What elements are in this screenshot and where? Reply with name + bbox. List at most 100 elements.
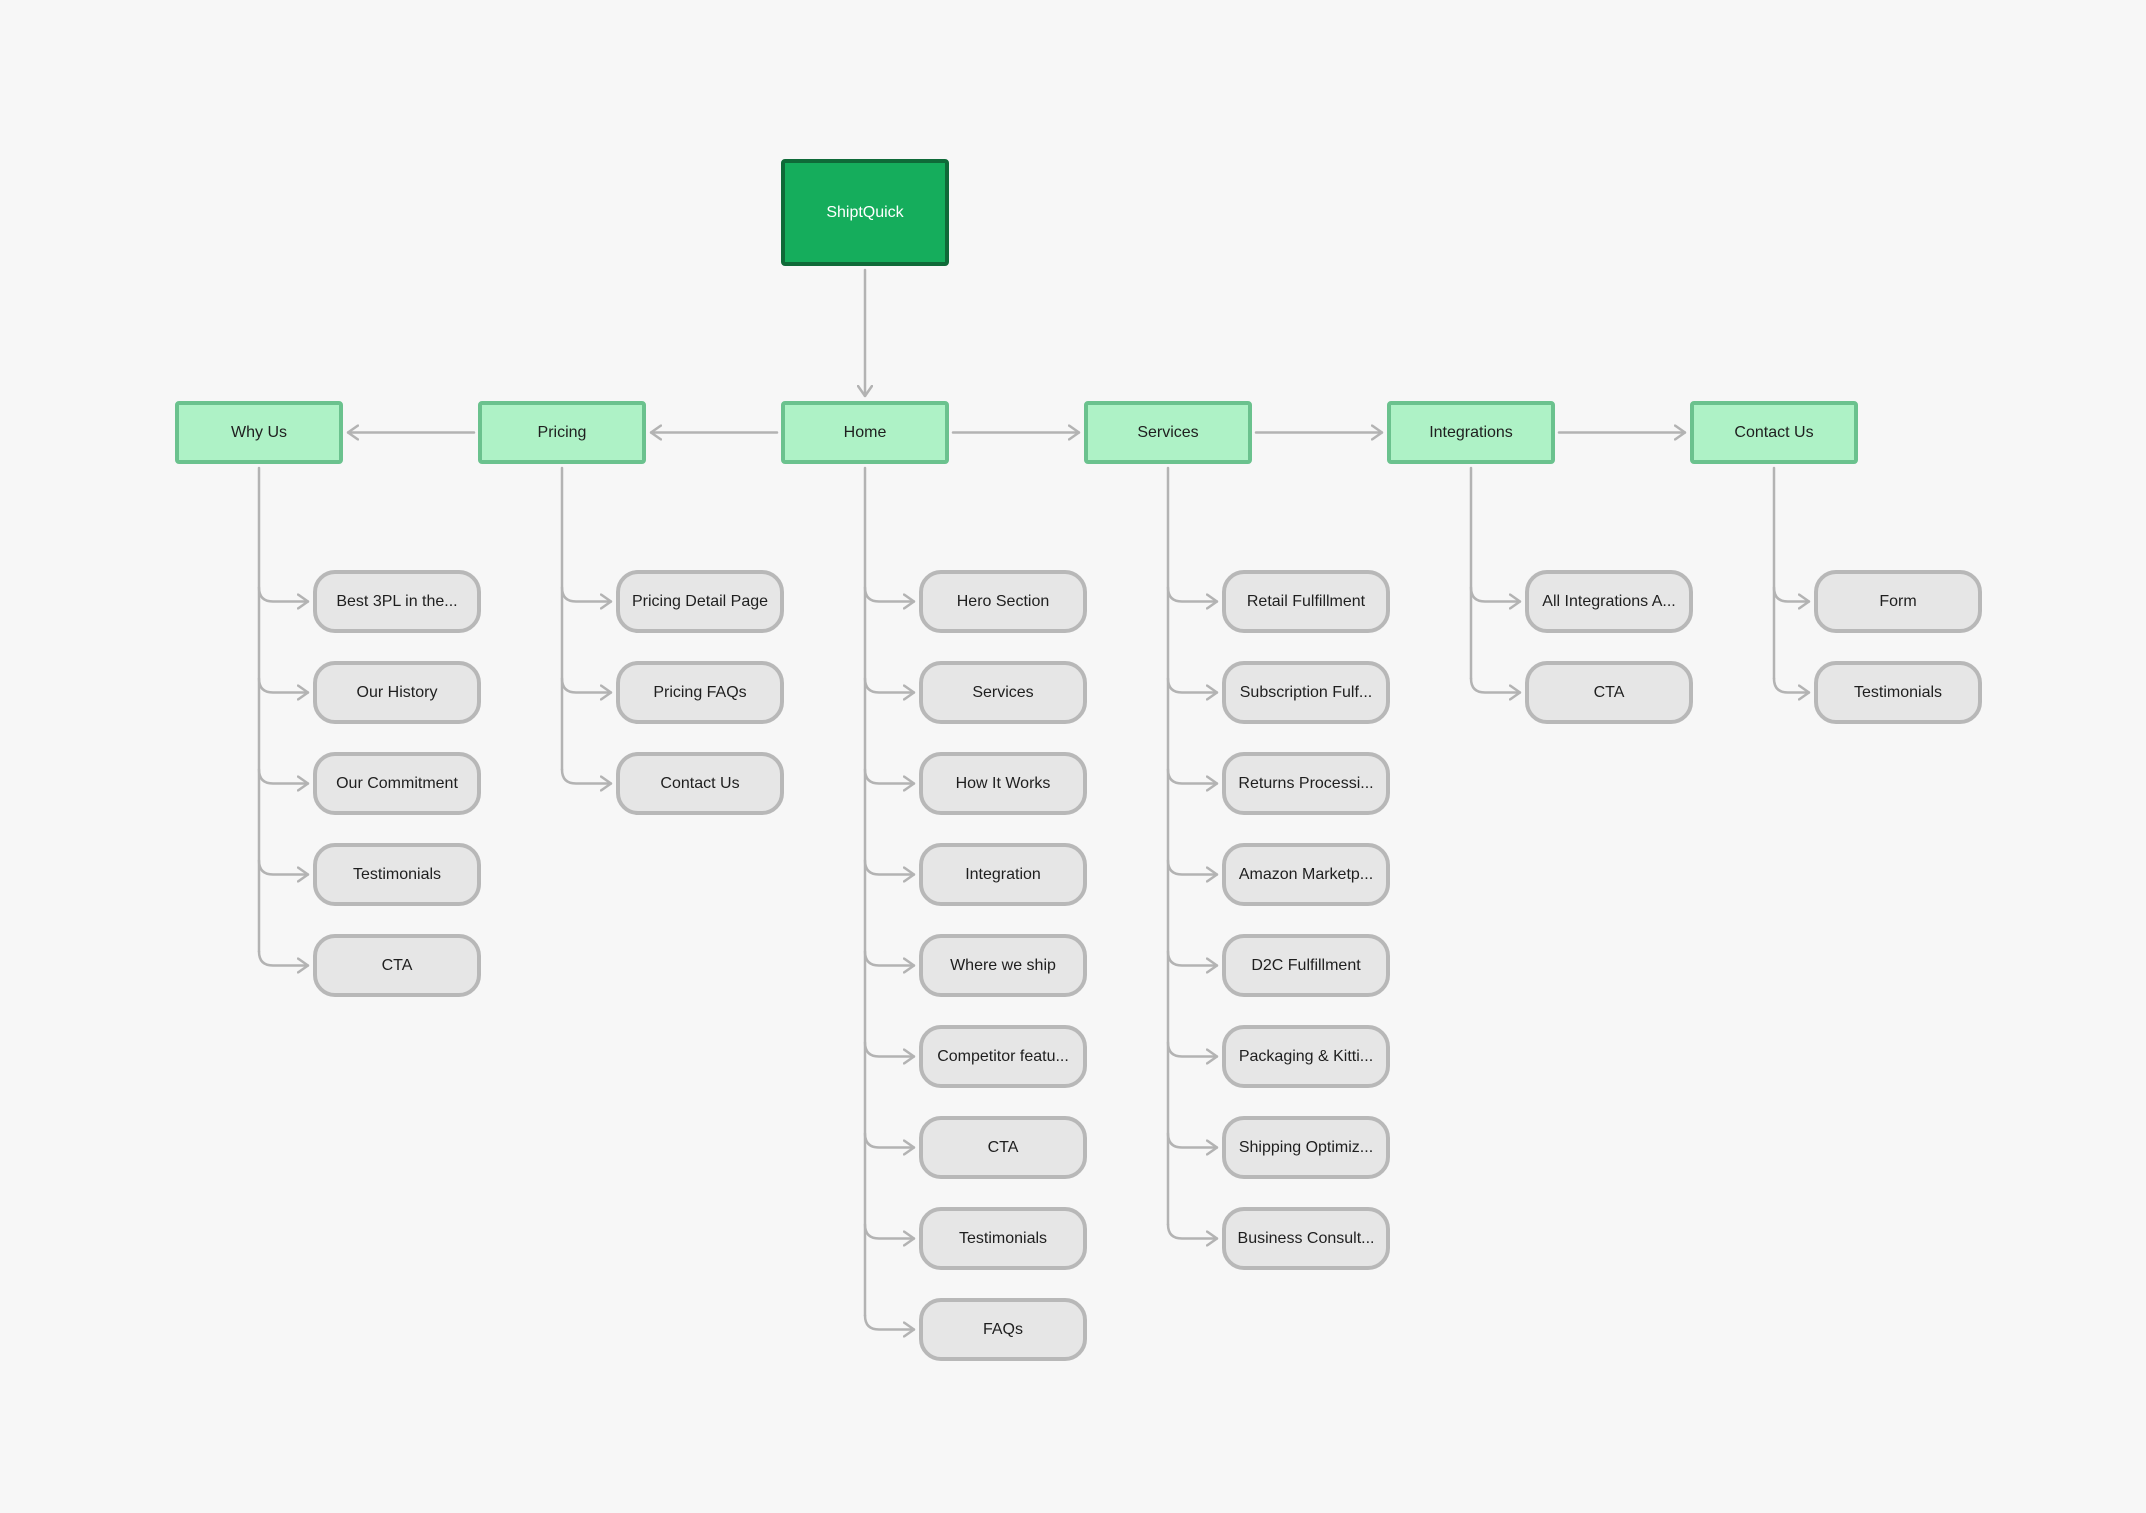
page-node-why-us-testimonials[interactable]: Testimonials [313,843,481,906]
connector-branch [257,859,310,875]
page-node-label: Our History [356,683,438,701]
page-node-label: Shipping Optimiz... [1238,1138,1374,1156]
page-node-label: Pricing Detail Page [631,592,769,610]
page-node-services-subscription-fulf[interactable]: Subscription Fulf... [1222,661,1390,724]
page-node-label: Where we ship [950,956,1056,974]
page-node-label: CTA [381,956,413,974]
connector-branch [863,1223,916,1239]
page-node-label: Form [1879,592,1917,610]
section-node-label: Contact Us [1734,423,1814,441]
connector-branch [560,677,613,693]
page-node-services-returns-processi[interactable]: Returns Processi... [1222,752,1390,815]
page-node-home-faqs[interactable]: FAQs [919,1298,1087,1361]
connector-branch [863,677,916,693]
connector-branch [560,768,613,784]
page-node-label: Contact Us [660,774,740,792]
page-node-services-business-consult[interactable]: Business Consult... [1222,1207,1390,1270]
connector-branch [257,768,310,784]
page-node-label: Competitor featu... [937,1047,1069,1065]
page-node-why-us-our-commitment[interactable]: Our Commitment [313,752,481,815]
page-node-pricing-pricing-faqs[interactable]: Pricing FAQs [616,661,784,724]
connector-branch [257,586,310,602]
connector-branch [1166,950,1219,966]
page-node-label: Our Commitment [336,774,458,792]
connector-branch [560,586,613,602]
connector-branch [863,950,916,966]
root-node-shiptquick[interactable]: ShiptQuick [781,159,949,266]
page-node-label: Amazon Marketp... [1238,865,1374,883]
connector-branch [257,677,310,693]
page-node-label: Services [972,683,1034,701]
section-node-contact-us[interactable]: Contact Us [1690,401,1858,464]
section-node-integrations[interactable]: Integrations [1387,401,1555,464]
connector-branch [863,768,916,784]
page-node-pricing-contact-us[interactable]: Contact Us [616,752,784,815]
page-node-label: Testimonials [958,1229,1048,1247]
page-node-label: Testimonials [1853,683,1943,701]
section-node-home[interactable]: Home [781,401,949,464]
connector-branch [863,1132,916,1148]
page-node-services-d2c-fulfillment[interactable]: D2C Fulfillment [1222,934,1390,997]
connector-branch [1166,586,1219,602]
page-node-label: Best 3PL in the... [336,592,458,610]
page-node-why-us-our-history[interactable]: Our History [313,661,481,724]
page-node-label: Subscription Fulf... [1239,683,1373,701]
connector-branch [1166,1223,1219,1239]
page-node-why-us-cta[interactable]: CTA [313,934,481,997]
section-node-label: Services [1137,423,1199,441]
page-node-home-competitor-featu[interactable]: Competitor featu... [919,1025,1087,1088]
page-node-services-shipping-optimiz[interactable]: Shipping Optimiz... [1222,1116,1390,1179]
page-node-label: How It Works [955,774,1051,792]
page-node-label: Hero Section [956,592,1050,610]
section-node-services[interactable]: Services [1084,401,1252,464]
page-node-contact-us-testimonials[interactable]: Testimonials [1814,661,1982,724]
page-node-label: CTA [1593,683,1625,701]
connector-branch [1166,1132,1219,1148]
root-node-label: ShiptQuick [826,203,904,221]
page-node-integrations-all-integrations-a[interactable]: All Integrations A... [1525,570,1693,633]
connector-branch [1166,768,1219,784]
connector-branch [1166,1041,1219,1057]
page-node-label: Integration [965,865,1041,883]
connector-branch [1166,859,1219,875]
page-node-home-services[interactable]: Services [919,661,1087,724]
page-node-contact-us-form[interactable]: Form [1814,570,1982,633]
page-node-home-integration[interactable]: Integration [919,843,1087,906]
page-node-label: Retail Fulfillment [1246,592,1366,610]
page-node-label: D2C Fulfillment [1251,956,1361,974]
page-node-integrations-cta[interactable]: CTA [1525,661,1693,724]
page-node-pricing-pricing-detail-page[interactable]: Pricing Detail Page [616,570,784,633]
connector-branch [863,1314,916,1330]
page-node-home-testimonials[interactable]: Testimonials [919,1207,1087,1270]
section-node-label: Why Us [231,423,287,441]
page-node-why-us-best-3pl-in-the[interactable]: Best 3PL in the... [313,570,481,633]
page-node-label: Returns Processi... [1238,774,1374,792]
page-node-home-how-it-works[interactable]: How It Works [919,752,1087,815]
connector-branch [863,586,916,602]
connector-branch [1772,677,1811,693]
connector-branch [1772,586,1811,602]
page-node-label: Pricing FAQs [653,683,747,701]
page-node-label: Business Consult... [1237,1229,1375,1247]
section-node-label: Integrations [1429,423,1513,441]
section-node-label: Home [843,423,887,441]
page-node-label: CTA [987,1138,1019,1156]
page-node-label: Testimonials [352,865,442,883]
page-node-services-retail-fulfillment[interactable]: Retail Fulfillment [1222,570,1390,633]
page-node-label: All Integrations A... [1542,592,1676,610]
page-node-home-where-we-ship[interactable]: Where we ship [919,934,1087,997]
page-node-home-cta[interactable]: CTA [919,1116,1087,1179]
section-node-label: Pricing [537,423,587,441]
connector-branch [1469,586,1522,602]
page-node-label: FAQs [982,1320,1023,1338]
section-node-why-us[interactable]: Why Us [175,401,343,464]
connector-branch [1166,677,1219,693]
page-node-services-packaging-and-kitti[interactable]: Packaging & Kitti... [1222,1025,1390,1088]
page-node-services-amazon-marketp[interactable]: Amazon Marketp... [1222,843,1390,906]
connector-branch [863,859,916,875]
section-node-pricing[interactable]: Pricing [478,401,646,464]
connector-branch [1469,677,1522,693]
connector-branch [863,1041,916,1057]
page-node-home-hero-section[interactable]: Hero Section [919,570,1087,633]
